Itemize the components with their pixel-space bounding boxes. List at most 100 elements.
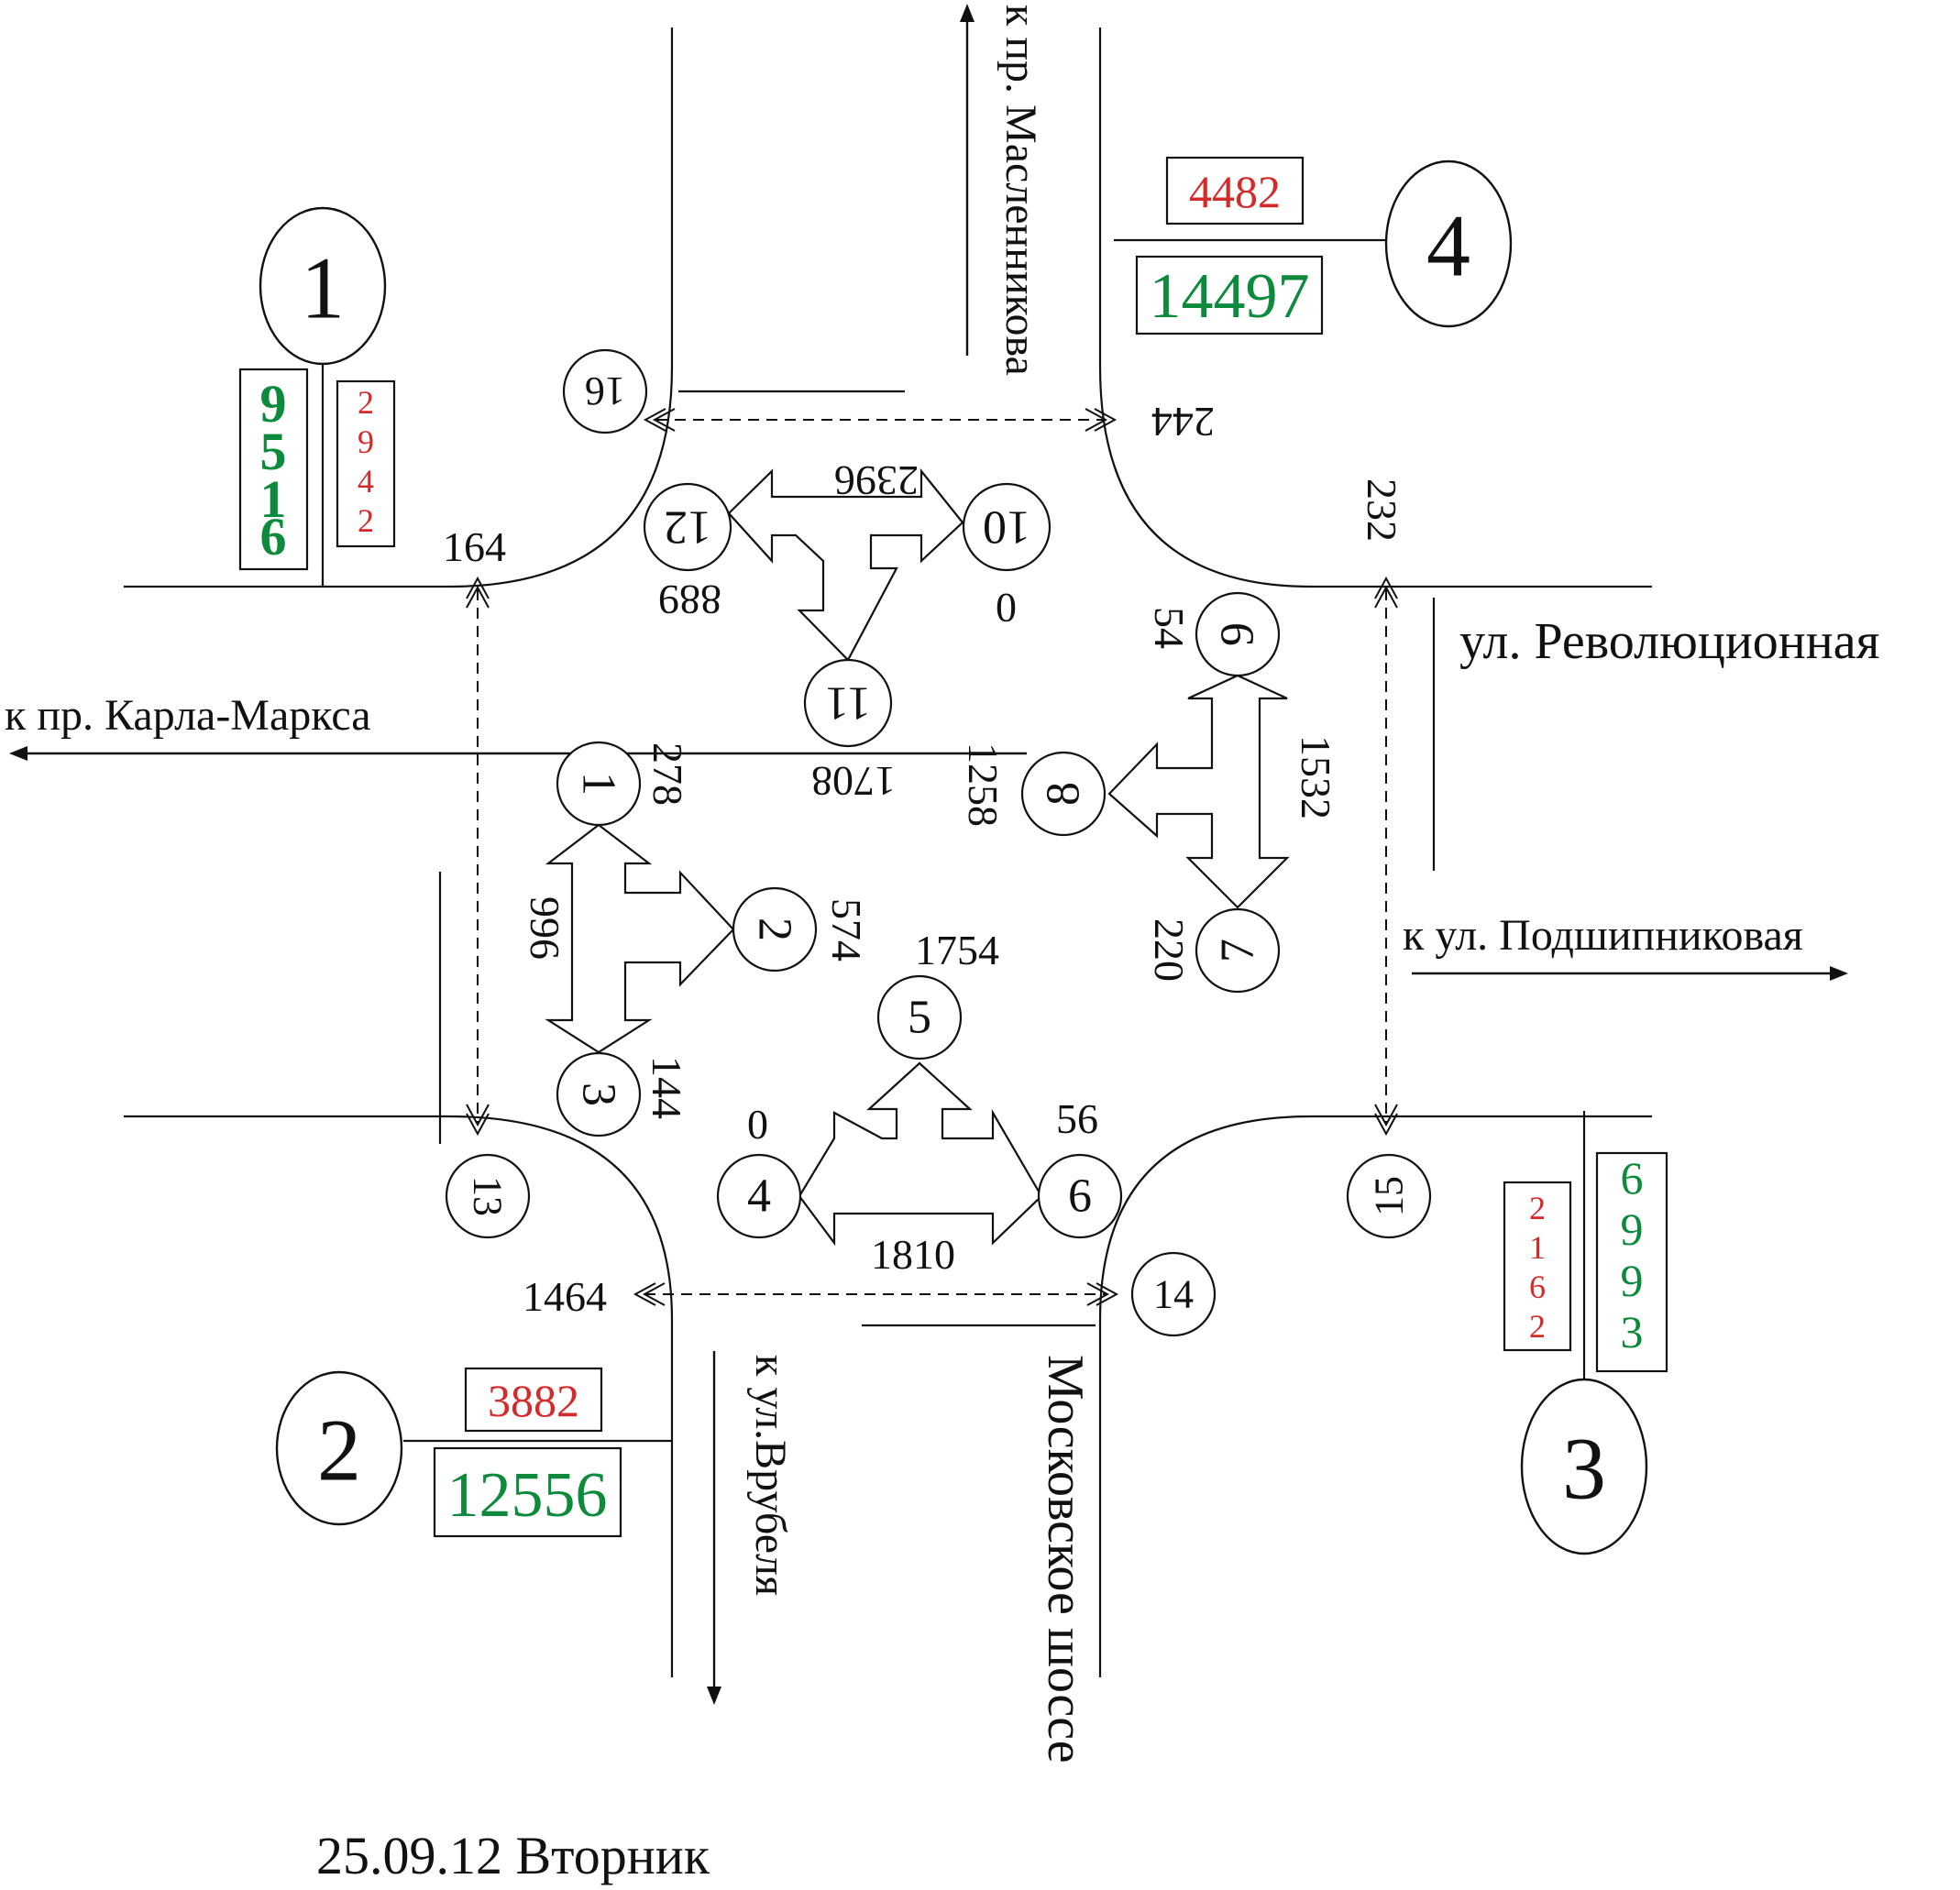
movement-group-north: 2396 889 0 1708	[658, 457, 1017, 805]
flow-n4-n6: 1810	[871, 1231, 955, 1278]
node-6: 6	[1037, 1153, 1123, 1239]
post-2-green-value: 12556	[447, 1460, 608, 1531]
post-1-red-digit-4: 2	[358, 502, 374, 539]
street-north-label: к пр. Масленникова	[997, 5, 1045, 376]
node-11-label: 11	[825, 677, 871, 730]
post-4: 4 4482 14497	[1114, 156, 1513, 335]
node-3: 3	[556, 1051, 642, 1137]
node-4: 4	[716, 1153, 802, 1239]
flow-n9: 54	[1146, 607, 1193, 649]
node-1: 1	[556, 741, 642, 827]
node-3-label: 3	[573, 1082, 625, 1106]
street-south-right-label: Московское шоссе	[1037, 1355, 1094, 1764]
flow-n8: 1258	[960, 742, 1007, 827]
post-3-green-box	[1595, 1151, 1668, 1373]
node-13: 13	[445, 1153, 531, 1239]
roads	[124, 27, 1652, 1677]
post-1-green-digit-3: 1	[260, 469, 287, 529]
post-1-red-digit-2: 9	[358, 423, 374, 460]
node-2: 2	[732, 886, 818, 972]
node-14: 14	[1130, 1251, 1217, 1337]
dir-arrow-north-head	[960, 4, 974, 22]
post-1-circle	[259, 206, 387, 366]
ped-count-1464: 1464	[523, 1273, 607, 1320]
node-7: 7	[1195, 907, 1281, 994]
post-2-green-box	[433, 1446, 622, 1538]
road-edge-nw	[124, 27, 674, 588]
dir-arrow-east-head	[1830, 966, 1848, 981]
post-2-circle	[275, 1370, 403, 1526]
node-4-label: 4	[747, 1170, 771, 1223]
street-west-label: к пр. Карла-Маркса	[5, 691, 371, 740]
movement-group-west: 996 278 574 144	[522, 742, 870, 1119]
post-2-label: 2	[317, 1401, 361, 1500]
flow-n7-n9: 1532	[1293, 735, 1339, 819]
movement-group-east: 1532 54 1258 220	[960, 607, 1339, 982]
nodes: 1 2 3 4 5 6 7 8	[445, 348, 1432, 1337]
post-3: 3 2 1 6 2 6 9 9 3	[1503, 1111, 1668, 1555]
crossing-east-arrow-up	[1374, 576, 1398, 609]
node-7-label: 7	[1212, 939, 1264, 962]
post-3-green-digit-2: 9	[1621, 1203, 1644, 1255]
post-1-label: 1	[301, 239, 345, 337]
node-14-label: 14	[1153, 1272, 1194, 1317]
post-2-red-value: 3882	[488, 1375, 579, 1426]
node-8: 8	[1020, 751, 1107, 837]
post-4-green-value: 14497	[1150, 261, 1310, 332]
flow-n10-n12: 2396	[834, 457, 919, 504]
post-3-red-digit-2: 1	[1529, 1229, 1546, 1266]
ped-count-232: 232	[1359, 478, 1405, 542]
flow-n10: 0	[996, 585, 1017, 632]
node-9-label: 9	[1212, 622, 1264, 646]
post-1-red-digit-3: 4	[358, 463, 374, 500]
node-6-label: 6	[1068, 1170, 1092, 1223]
fork-south-shape	[798, 1061, 1043, 1247]
post-4-red-value: 4482	[1189, 166, 1281, 217]
flow-n4: 0	[747, 1101, 768, 1148]
direction-arrows	[9, 4, 1848, 1705]
node-12-label: 12	[664, 501, 711, 554]
post-1: 1 9 5 1 6 2 9 4 2	[238, 206, 396, 587]
flow-n5: 1754	[915, 927, 999, 973]
street-south-left-label: к ул.Врубеля	[746, 1355, 795, 1596]
road-edge-sw	[124, 1115, 674, 1677]
post-2-red-box	[464, 1367, 603, 1433]
fork-west-shape	[545, 823, 735, 1054]
road-edge-se	[1098, 1115, 1652, 1677]
node-16-label: 16	[585, 369, 625, 414]
street-east-dir-label: к ул. Подшипниковая	[1403, 911, 1803, 960]
crossing-south-arrow-right	[1086, 1282, 1119, 1306]
post-1-green-digit-1: 9	[260, 374, 287, 434]
flow-n1: 278	[644, 742, 691, 806]
flow-n3: 144	[644, 1056, 690, 1119]
post-1-green-digit-2: 5	[260, 422, 287, 481]
street-labels: к пр. Масленникова к пр. Карла-Маркса ул…	[5, 5, 1879, 1764]
post-1-red-box	[336, 379, 396, 548]
post-2: 2 3882 12556	[275, 1367, 672, 1538]
flow-n12: 889	[658, 577, 721, 623]
post-4-circle	[1384, 159, 1513, 328]
post-1-green-box	[238, 368, 309, 571]
road-edge-ne	[1098, 27, 1652, 588]
node-9: 9	[1195, 591, 1281, 677]
pedestrian-counts: 164 232 244 1464	[443, 399, 1405, 1320]
node-5-label: 5	[908, 992, 931, 1044]
flow-n11: 1708	[811, 758, 896, 805]
node-15: 15	[1346, 1153, 1432, 1239]
node-10-label: 10	[983, 501, 1030, 554]
post-4-green-box	[1135, 255, 1324, 335]
post-1-green-digit-4: 6	[260, 507, 287, 566]
node-1-label: 1	[573, 772, 625, 796]
fork-north-shape	[727, 467, 964, 662]
flow-n7: 220	[1146, 918, 1193, 982]
post-3-red-digit-1: 2	[1529, 1190, 1546, 1226]
post-3-red-box	[1503, 1181, 1572, 1352]
post-3-green-digit-4: 3	[1621, 1306, 1644, 1357]
post-4-label: 4	[1426, 197, 1470, 295]
flow-n1-n3: 996	[522, 896, 568, 960]
street-east-name-label: ул. Революционная	[1459, 613, 1879, 670]
footer-date: 25.09.12 Вторник	[316, 1826, 710, 1885]
node-10: 10	[962, 482, 1052, 572]
crossing-north-arrow-right	[1085, 408, 1118, 432]
node-2-label: 2	[749, 918, 801, 941]
